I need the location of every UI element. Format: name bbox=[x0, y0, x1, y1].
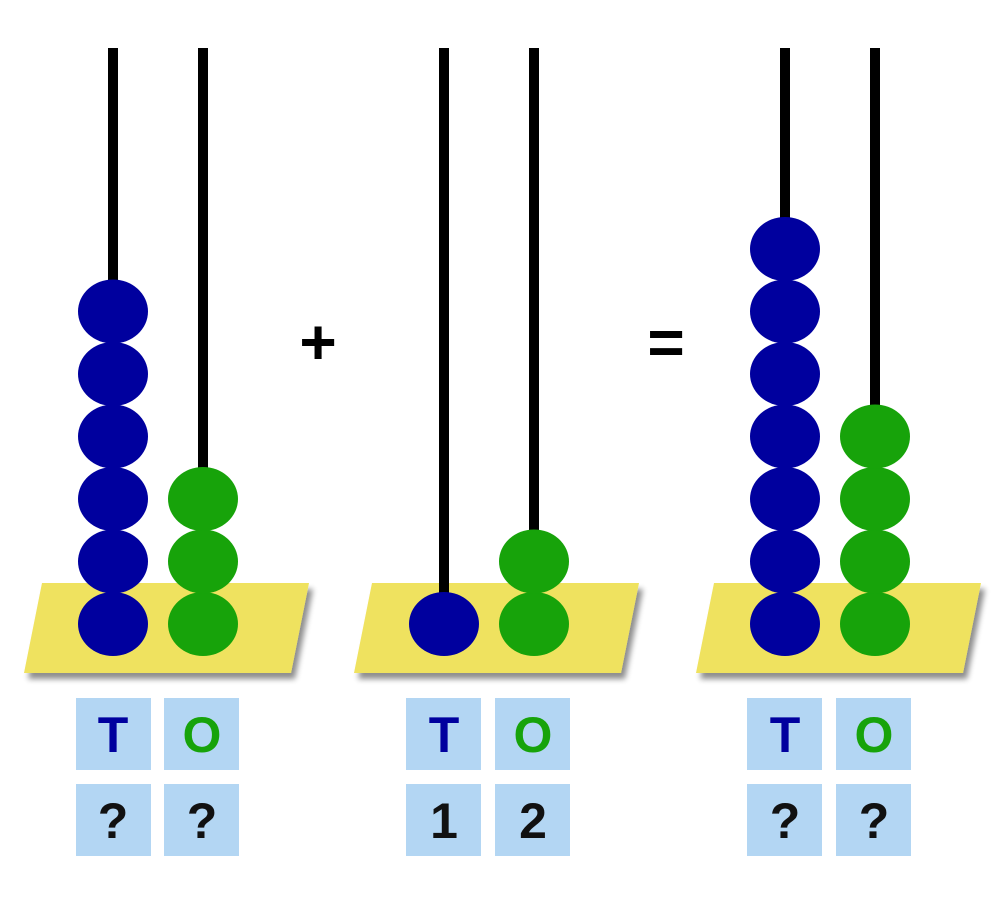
abacus-3-tens-bead bbox=[750, 467, 820, 531]
abacus-1-ones-rod bbox=[198, 48, 208, 628]
abacus-2-ones-bead bbox=[499, 529, 569, 594]
abacus-1-tens-bead bbox=[78, 342, 148, 406]
abacus-3-tens-bead bbox=[750, 279, 820, 344]
abacus-1-beads bbox=[78, 279, 238, 656]
abacus-2-beads bbox=[409, 529, 569, 656]
abacus-2-ones-label-cell bbox=[495, 698, 570, 770]
abacus-2-tens-bead bbox=[409, 592, 479, 656]
abacus-3-ones-label: O bbox=[855, 707, 894, 763]
abacus-3-ones-label-cell bbox=[836, 698, 911, 770]
abacus-2-base bbox=[354, 583, 639, 673]
abacus-3-ones-bead bbox=[840, 592, 910, 656]
abacus-3: T O ? ? bbox=[696, 48, 981, 856]
abacus-3-base bbox=[696, 583, 981, 673]
abacus-1-base bbox=[24, 583, 309, 673]
abacus-1-tens-label-cell bbox=[76, 698, 151, 770]
abacus-3-tens-bead bbox=[750, 592, 820, 656]
abacus-1-tens-bead bbox=[78, 592, 148, 656]
abacus-1-ones-value: ? bbox=[187, 793, 218, 849]
abacus-3-ones-bead bbox=[840, 404, 910, 469]
abacus-2-ones-value: 2 bbox=[519, 793, 547, 849]
abacus-2-tens-rod bbox=[439, 48, 449, 628]
abacus-3-ones-rod bbox=[870, 48, 880, 628]
abacus-3-ones-value-cell bbox=[836, 784, 911, 856]
abacus-1-ones-label: O bbox=[183, 707, 222, 763]
abacus-3-ones-value: ? bbox=[859, 793, 890, 849]
abacus-1-ones-bead bbox=[168, 529, 238, 594]
abacus-1-tens-value: ? bbox=[98, 793, 129, 849]
abacus-3-tens-value: ? bbox=[770, 793, 801, 849]
abacus-3-tens-label: T bbox=[770, 707, 801, 763]
abacus-1-tens-bead bbox=[78, 529, 148, 594]
abacus-3-tens-label-cell bbox=[747, 698, 822, 770]
abacus-2-tens-label-cell bbox=[406, 698, 481, 770]
abacus-1-tens-value-cell bbox=[76, 784, 151, 856]
abacus-3-tens-bead bbox=[750, 529, 820, 594]
plus-operator: + bbox=[299, 306, 336, 378]
abacus-2-ones-bead bbox=[499, 592, 569, 656]
abacus-2-tens-label: T bbox=[429, 707, 460, 763]
abacus-2-ones-rod bbox=[529, 48, 539, 628]
abacus-2-ones-value-cell bbox=[495, 784, 570, 856]
equals-operator: = bbox=[647, 306, 684, 378]
abacus-1-ones-bead bbox=[168, 467, 238, 531]
abacus-3-tens-bead bbox=[750, 217, 820, 281]
abacus-1-tens-bead bbox=[78, 279, 148, 344]
abacus-2: T O 1 2 bbox=[354, 48, 639, 856]
abacus-1-tens-bead bbox=[78, 467, 148, 531]
abacus-1-tens-label: T bbox=[98, 707, 129, 763]
abacus-3-tens-value-cell bbox=[747, 784, 822, 856]
abacus-2-tens-value-cell bbox=[406, 784, 481, 856]
abacus-3-tens-bead bbox=[750, 404, 820, 469]
abacus-1-tens-bead bbox=[78, 404, 148, 469]
abacus-1-ones-label-cell bbox=[164, 698, 239, 770]
abacus-3-ones-bead bbox=[840, 467, 910, 531]
abacus-3-beads bbox=[750, 217, 910, 656]
abacus-1: T O ? ? bbox=[24, 48, 309, 856]
abacus-3-ones-bead bbox=[840, 529, 910, 594]
abacus-3-tens-bead bbox=[750, 342, 820, 406]
abacus-1-ones-bead bbox=[168, 592, 238, 656]
abacus-2-tens-value: 1 bbox=[430, 793, 458, 849]
abacus-2-ones-label: O bbox=[514, 707, 553, 763]
abacus-1-ones-value-cell bbox=[164, 784, 239, 856]
